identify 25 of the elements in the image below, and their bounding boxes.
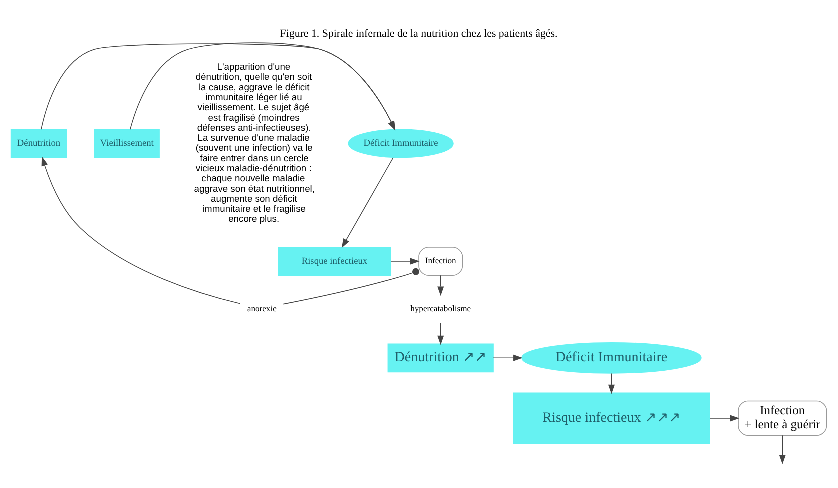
arrow — [608, 372, 616, 394]
arrow — [493, 354, 523, 361]
node-box: Dénutrition ↗↗ — [388, 343, 494, 372]
caption: Figure 1. Spirale infernale de la nutrition chez les patients âgés. — [280, 27, 558, 40]
arrow — [438, 322, 444, 345]
arrow — [42, 156, 241, 304]
node-box: Infection + lente à guérir — [738, 400, 828, 436]
node-ellipse: Déficit Immunitaire — [348, 128, 454, 158]
node-text: anorexie — [247, 302, 277, 313]
node-box: Vieillissement — [94, 128, 160, 158]
node-box: Dénutrition — [10, 128, 68, 158]
arrow — [390, 258, 420, 264]
arrow — [41, 43, 396, 130]
node-box: Infection — [418, 246, 464, 276]
arrow — [779, 434, 786, 464]
arrow — [438, 274, 444, 296]
arrow — [342, 156, 394, 248]
connector — [283, 268, 420, 304]
node-text: hypercatabolisme — [410, 302, 472, 313]
arrow — [130, 42, 396, 130]
label: L'apparition d'une dénutrition, quelle qu'en soit la cause, aggrave le déficit immunitaire léger lié au vieillissement. Le sujet âgé est fragilisé (moindres défenses anti-infectieuses). La survenue d'une maladie (souvent une infection) va le faire entrer dans un cercle vicieux maladie-dénutrition : chaque nouvelle maladie aggrave son état nutritionnel, augmente son déficit immunitaire et le fragilise encore plus. — [194, 62, 315, 224]
node-box: Risque infectieux — [278, 246, 392, 276]
node-box: Risque infectieux ↗↗↗ — [513, 392, 710, 444]
arrow — [710, 414, 740, 422]
node-ellipse: Déficit Immunitaire — [522, 342, 702, 374]
